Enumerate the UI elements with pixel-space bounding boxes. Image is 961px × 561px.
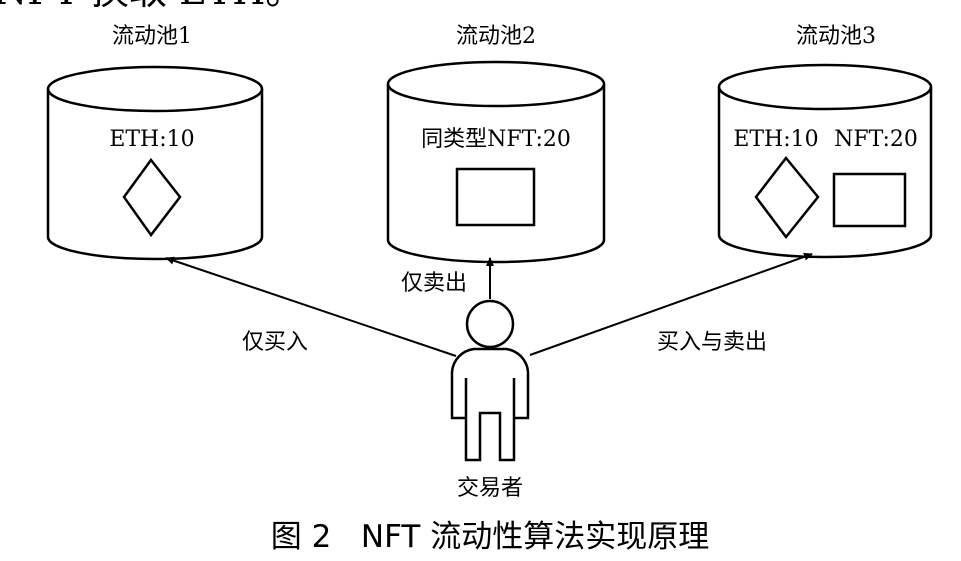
top-cutoff-text: NFT 换取 ETH。 (0, 0, 303, 13)
pool-3: 流动池3 ETH:10 NFT:20 (717, 24, 933, 259)
pool-3-nft-square-icon (832, 172, 907, 228)
pool-2-title: 流动池2 (456, 24, 536, 49)
pool-2-content: 同类型NFT:20 (421, 127, 571, 152)
pool-1-title: 流动池1 (112, 24, 192, 49)
figure-caption: 图 2 NFT 流动性算法实现原理 (271, 519, 709, 555)
trader-label: 交易者 (457, 476, 523, 501)
arrow-to-pool-1 (165, 256, 457, 357)
pool-1: 流动池1 ETH:10 (46, 24, 264, 261)
edge-label-sell-only: 仅卖出 (401, 271, 467, 296)
pool-2: 流动池2 同类型NFT:20 (386, 24, 606, 264)
pool-3-eth-diamond-icon (754, 155, 820, 240)
pool-3-content-eth: ETH:10 (733, 127, 818, 152)
pool-3-title: 流动池3 (796, 24, 876, 49)
arrow-to-pool-3 (529, 252, 813, 356)
trader-person-icon (450, 299, 530, 462)
edge-label-buy-only: 仅买入 (242, 330, 308, 355)
pool-3-cylinder-icon (717, 63, 933, 259)
pool-1-content: ETH:10 (109, 127, 194, 152)
pool-3-content-nft: NFT:20 (834, 127, 918, 152)
pool-2-cylinder-icon (386, 60, 606, 264)
pool-1-eth-diamond-icon (122, 157, 182, 238)
pool-1-cylinder-icon (46, 65, 264, 261)
pool-2-nft-square-icon (455, 167, 536, 227)
edge-label-buy-and-sell: 买入与卖出 (657, 330, 767, 355)
